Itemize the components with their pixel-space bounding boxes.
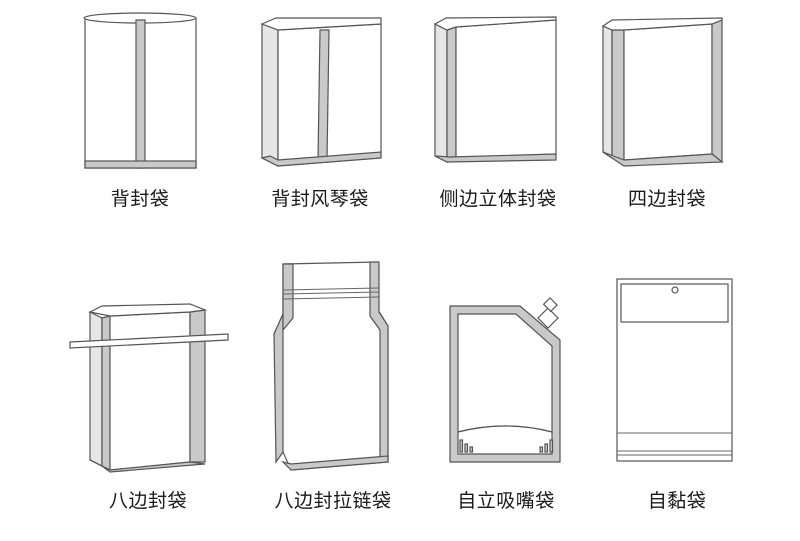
eight-side-seal-bag-illustration — [69, 303, 229, 473]
label-back-seal-bag: 背封袋 — [110, 188, 170, 210]
label-self-adhesive-bag: 自黏袋 — [647, 490, 707, 512]
self-adhesive-bag-illustration — [616, 278, 733, 462]
four-side-seal-bag-illustration — [601, 17, 724, 167]
eight-side-zipper-bag-illustration — [273, 261, 389, 471]
side-seal-standing-bag-illustration — [433, 16, 557, 163]
label-back-seal-gusset-bag: 背封风琴袋 — [271, 188, 369, 210]
label-side-seal-standing-bag: 侧边立体封袋 — [439, 188, 557, 210]
label-eight-side-zipper-bag: 八边封拉链袋 — [274, 490, 392, 512]
back-seal-bag-illustration — [83, 12, 197, 169]
stand-up-spout-bag-illustration — [449, 297, 561, 463]
back-seal-gusset-bag-illustration — [260, 17, 382, 167]
label-stand-up-spout-bag: 自立吸嘴袋 — [457, 490, 555, 512]
label-four-side-seal-bag: 四边封袋 — [627, 188, 706, 210]
label-eight-side-seal-bag: 八边封袋 — [108, 490, 187, 512]
